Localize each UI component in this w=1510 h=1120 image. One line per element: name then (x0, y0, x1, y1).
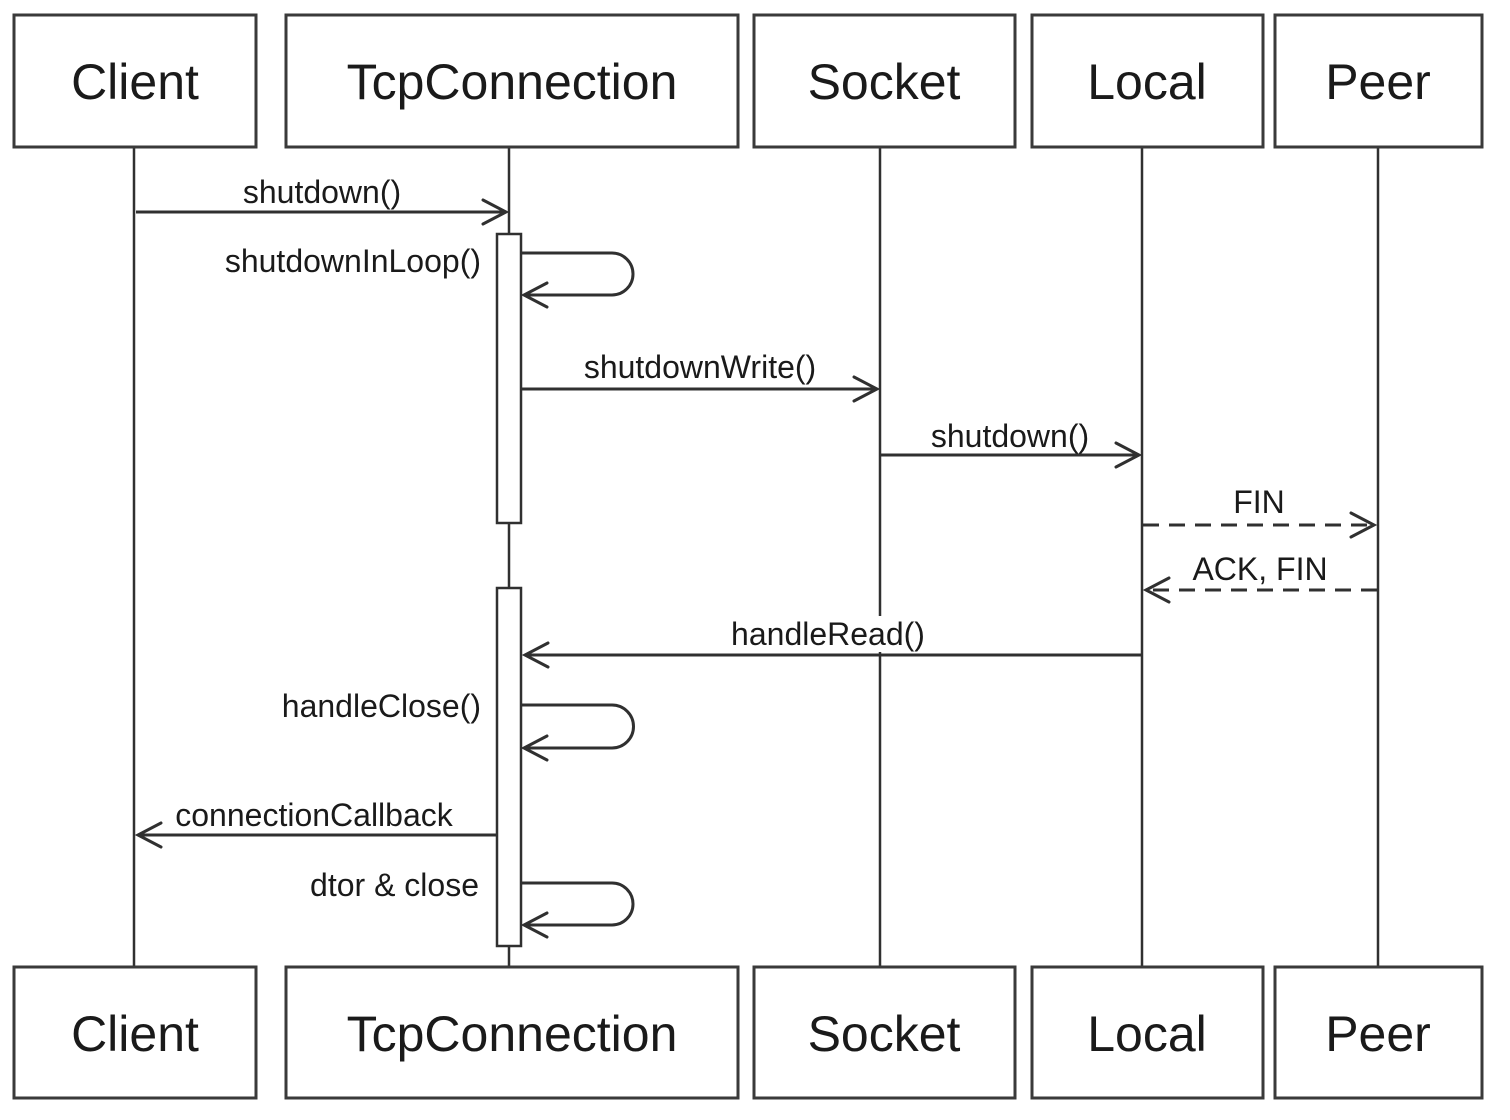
participant-label-socket-top: Socket (808, 54, 961, 110)
message-label-handleread: handleRead() (731, 616, 925, 652)
activation-bar-1 (495, 232, 523, 525)
participant-box-client-bottom (12, 965, 258, 1100)
participant-box-client-top (12, 13, 258, 149)
participant-box-socket-top (752, 13, 1017, 149)
message-label-connectioncallback: connectionCallback (175, 797, 454, 833)
participant-box-local-bottom (1030, 965, 1265, 1100)
message-label-shutdown: shutdown() (243, 174, 401, 210)
participants-bottom: Client TcpConnection Socket Local Peer (12, 965, 1484, 1100)
activation-bar-2 (495, 586, 523, 948)
message-label-shutdownwrite: shutdownWrite() (584, 349, 816, 385)
participant-box-tcpconnection-bottom (284, 965, 740, 1100)
participant-label-peer-bottom: Peer (1325, 1006, 1431, 1062)
message-label-fin: FIN (1233, 484, 1285, 520)
message-label-handleclose: handleClose() (282, 688, 481, 724)
participant-box-peer-bottom (1273, 965, 1484, 1100)
participant-box-peer-top (1273, 13, 1484, 149)
participant-label-local-top: Local (1087, 54, 1207, 110)
participant-box-socket-bottom (752, 965, 1017, 1100)
participant-label-tcpconnection-bottom: TcpConnection (347, 1006, 678, 1062)
participant-label-local-bottom: Local (1087, 1006, 1207, 1062)
participant-box-local-top (1030, 13, 1265, 149)
message-arrow-dtor-close (521, 881, 635, 925)
message-label-shutdowninloop: shutdownInLoop() (225, 243, 481, 279)
participant-label-tcpconnection-top: TcpConnection (347, 54, 678, 110)
message-arrow-shutdowninloop (521, 251, 635, 295)
message-arrow-handleclose (521, 703, 635, 748)
participant-label-peer-top: Peer (1325, 54, 1431, 110)
message-label-dtor-close: dtor & close (310, 867, 479, 903)
participant-label-socket-bottom: Socket (808, 1006, 961, 1062)
message-label-shutdown-socket-local: shutdown() (931, 418, 1089, 454)
participants-top: Client TcpConnection Socket Local Peer (12, 13, 1484, 149)
label-background (715, 616, 943, 652)
message-label-ack-fin: ACK, FIN (1192, 551, 1327, 587)
participant-box-tcpconnection-top (284, 13, 740, 149)
participant-label-client-top: Client (71, 54, 199, 110)
participant-label-client-bottom: Client (71, 1006, 199, 1062)
